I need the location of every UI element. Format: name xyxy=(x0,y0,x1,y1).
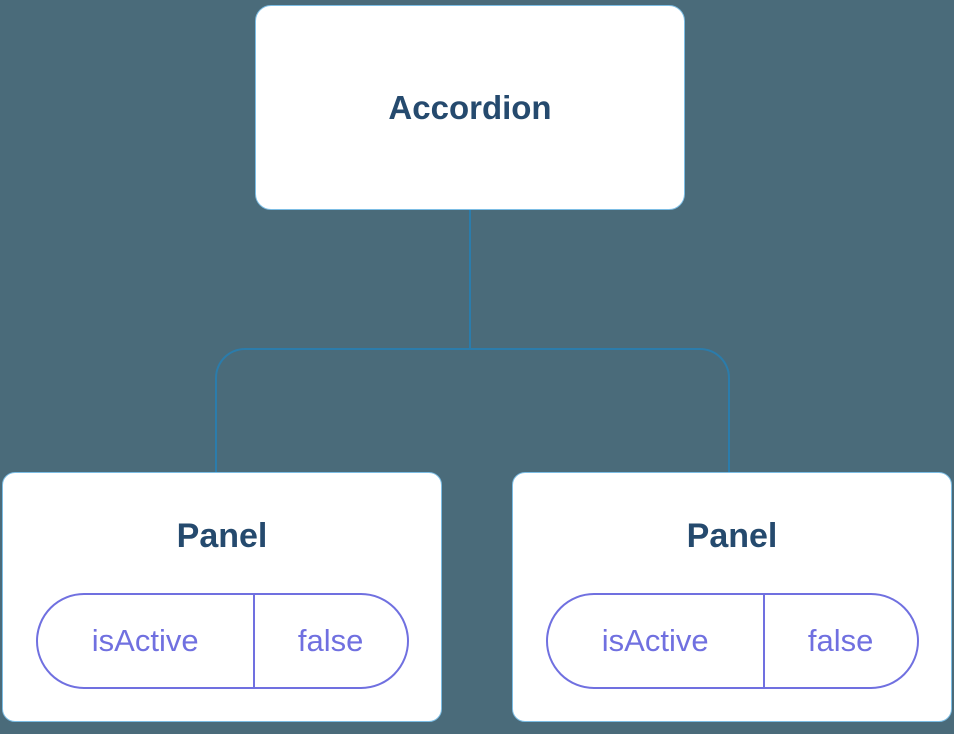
panel-right-prop-name: isActive xyxy=(548,595,765,687)
panel-left-prop-name: isActive xyxy=(38,595,255,687)
panel-left-prop-value: false xyxy=(297,623,364,658)
panel-right-prop-value: false xyxy=(807,623,874,658)
accordion-node-label: Accordion xyxy=(388,88,552,126)
connector-branch-bracket xyxy=(215,348,730,472)
panel-node-right: Panel isActive false xyxy=(512,472,952,722)
panel-left-prop-pill: isActive false xyxy=(35,593,409,689)
panel-left-label: Panel xyxy=(176,517,268,555)
panel-node-left: Panel isActive false xyxy=(2,472,442,722)
panel-right-label: Panel xyxy=(686,517,778,555)
connector-stem-line xyxy=(469,210,471,348)
accordion-node: Accordion xyxy=(255,5,685,210)
panel-right-prop-pill: isActive false xyxy=(545,593,919,689)
